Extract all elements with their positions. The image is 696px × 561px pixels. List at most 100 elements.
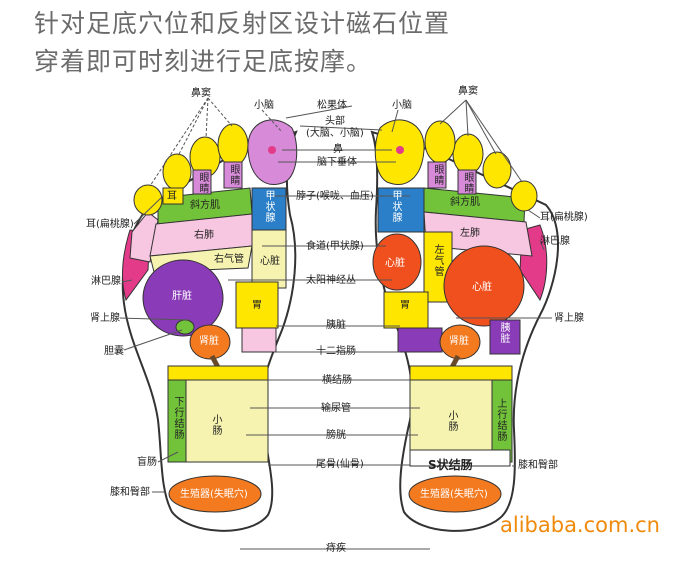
right-label-eye-1: 眼睛 (432, 164, 443, 186)
right-transverse-colon-band (409, 365, 513, 381)
label-right-ear: 耳(扁桃腺) (540, 212, 588, 223)
right-label-ascending-colon: 上行结肠 (495, 398, 506, 442)
leader-gallbladder (123, 329, 183, 351)
label-esophagus: 食道(甲状腺) (306, 241, 364, 252)
leader-left-adrenal (119, 317, 191, 321)
leader-left-nasal-4 (207, 97, 233, 127)
left-genital-region (168, 475, 262, 513)
leader-right-nasal-3 (465, 99, 469, 137)
left-label-stomach: 胃 (252, 300, 262, 311)
left-toes (133, 119, 298, 216)
leader-pineal (285, 105, 353, 119)
left-label-descending-colon: 下行结肠 (172, 396, 183, 440)
right-label-stomach: 胃 (400, 300, 410, 311)
left-eye-block-1 (192, 169, 212, 195)
leader-left-nasal-3 (205, 97, 209, 139)
label-right-knee-hip: 膝和臀部 (518, 460, 558, 471)
right-eye-block-1 (427, 161, 447, 189)
label-left-adrenal: 肾上腺 (90, 313, 120, 324)
right-label-thyroid: 甲状腺 (390, 190, 401, 223)
leader-left-lymph (121, 279, 133, 283)
right-pituitary-dot (396, 146, 404, 154)
header-line-1: 针对足底穴位和反射区设计磁石位置 (34, 9, 451, 38)
right-toe-5 (510, 180, 538, 212)
left-label-kidney: 肾脏 (199, 336, 219, 347)
leader-left-nasal (149, 97, 209, 187)
left-toe-4 (162, 153, 192, 191)
leader-left-ear (133, 195, 164, 225)
left-label-small-intestine: 小肠 (210, 414, 221, 436)
left-gallbladder-region (175, 319, 195, 335)
leader-head (299, 125, 383, 131)
label-right-lymph: 淋巴腺 (540, 236, 570, 247)
left-label-liver: 肝脏 (172, 291, 192, 302)
left-pituitary-dot (268, 146, 276, 154)
label-pineal: 松果体 (317, 100, 347, 111)
left-label-genitals: 生殖器(失眠穴) (180, 489, 248, 500)
left-label-trapezius: 斜方肌 (190, 200, 220, 211)
label-right-adrenal: 肾上腺 (554, 313, 584, 324)
leader-right-lymph (539, 239, 545, 251)
label-left-ear: 耳(扁桃腺) (86, 219, 134, 230)
left-label-ear: 耳 (167, 191, 177, 202)
right-label-small-intestine: 小肠 (446, 410, 457, 432)
left-label-thyroid: 甲状腺 (263, 190, 274, 223)
right-label-heart-small: 心脏 (385, 258, 405, 269)
label-head: 头部 (325, 116, 345, 127)
right-pancreas-region (489, 319, 521, 355)
left-small-intestine-region (185, 379, 269, 463)
right-heart-region (443, 245, 525, 327)
leader-lines (119, 97, 552, 550)
label-transverse-colon: 横结肠 (322, 375, 352, 386)
right-label-eye-2: 眼睛 (462, 172, 473, 194)
right-toes (374, 119, 538, 212)
left-label-eye-1: 眼睛 (197, 172, 208, 194)
right-label-pancreas: 胰脏 (498, 322, 509, 344)
right-foot (370, 119, 559, 532)
right-thyroid-region (377, 187, 425, 233)
right-toe-2 (424, 120, 456, 164)
label-nose: 鼻 (333, 144, 343, 155)
label-right-nasal: 鼻窦 (458, 86, 478, 97)
left-thyroid-region (251, 187, 287, 231)
left-stomach-region (235, 281, 279, 329)
leader-left-nasal-2 (177, 97, 209, 157)
label-pancreas: 胰脏 (326, 320, 346, 331)
leader-right-cerebellum (391, 109, 399, 133)
right-small-intestine-region (409, 379, 493, 451)
left-foot (121, 119, 298, 532)
right-label-left-bronchus: 左气管 (432, 244, 443, 277)
leader-right-ear (527, 209, 541, 219)
left-toe-5 (133, 184, 163, 216)
right-duodenum-region (397, 327, 443, 353)
left-liver-region (142, 259, 224, 337)
right-heart-small-region (372, 233, 422, 291)
leader-right-nasal-2 (465, 99, 497, 155)
label-left-knee-hip: 膝和臀部 (110, 487, 150, 498)
left-transverse-colon-band (167, 365, 269, 381)
right-label-s-colon: S状结肠 (428, 458, 473, 472)
label-solar-plexus: 太阳神经丛 (306, 275, 356, 286)
leader-right-nasal (465, 99, 523, 183)
left-label-right-bronchus: 右气管 (214, 254, 244, 265)
left-kidney-region (189, 324, 231, 360)
label-duodenum: 十二指肠 (316, 346, 356, 357)
watermark: alibaba.com.cn (500, 513, 660, 537)
right-toe-4 (482, 151, 512, 189)
left-eye-block-2 (223, 161, 243, 189)
label-left-nasal: 鼻窦 (191, 88, 211, 99)
right-stomach-region (383, 291, 429, 329)
label-hemorrhoids: 痔疾 (326, 543, 346, 554)
left-label-right-lung: 右肺 (194, 230, 214, 241)
right-kidney-region (439, 324, 481, 360)
label-left-cecum: 盲肠 (137, 457, 157, 468)
right-label-heart: 心脏 (472, 282, 492, 293)
left-label-eye-2: 眼睛 (228, 164, 239, 186)
left-label-heart: 心脏 (260, 256, 280, 267)
right-genital-region (408, 475, 502, 513)
right-label-left-lung: 左肺 (460, 228, 480, 239)
right-s-colon-band (409, 449, 511, 467)
label-ureter: 输尿管 (321, 403, 351, 414)
label-coccyx: 尾骨(仙骨) (316, 459, 364, 470)
